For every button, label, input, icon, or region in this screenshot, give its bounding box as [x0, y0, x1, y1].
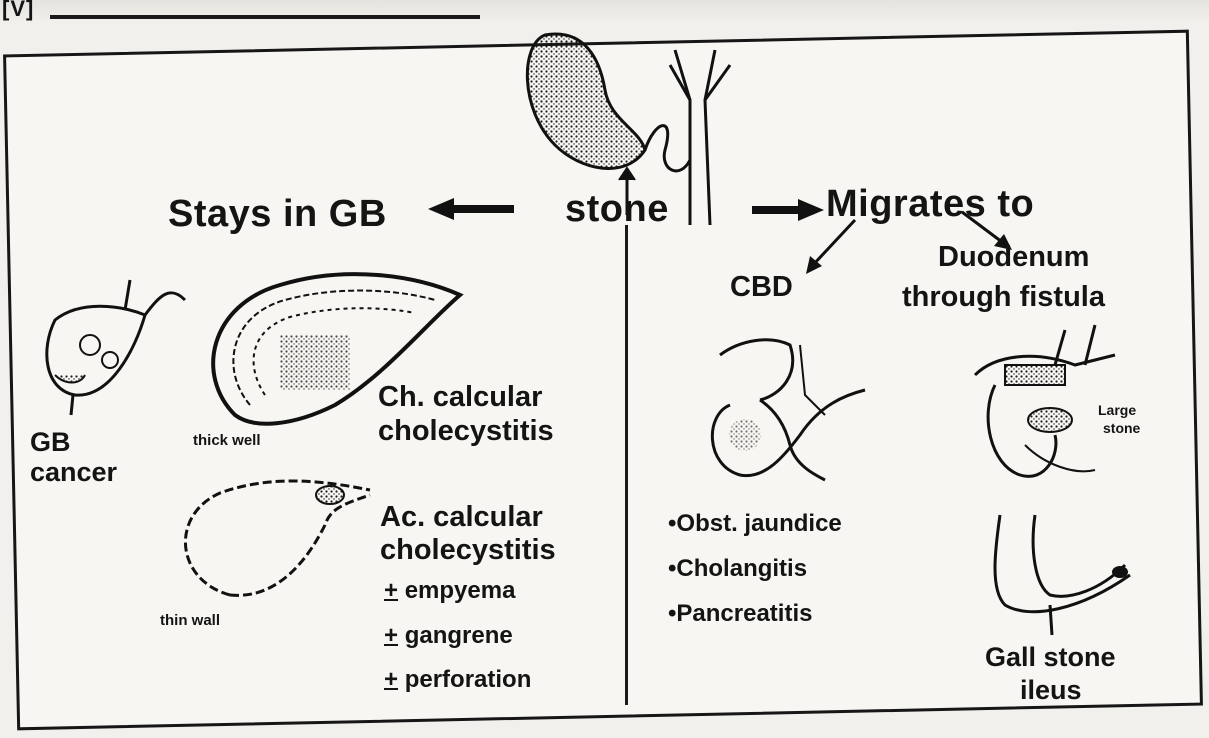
cancer-label: cancer: [30, 455, 117, 489]
complication-text: perforation: [405, 666, 532, 693]
obst-jaundice-label: •Obst. jaundice: [668, 508, 842, 540]
heading-underline: [50, 15, 480, 19]
cbd-stone-illustration: [700, 335, 880, 485]
top-strip: [V]: [0, 0, 1209, 20]
duodenum-label: Duodenum: [938, 240, 1089, 274]
plus-minus-symbol: +: [384, 622, 398, 649]
small-bowel-ileus-illustration: [980, 510, 1140, 645]
cholangitis-label: •Cholangitis: [668, 553, 807, 585]
gb-cancer-illustration: [35, 280, 185, 420]
stays-in-gb-heading: Stays in GB: [168, 193, 387, 236]
complication-perforation: + perforation: [384, 664, 531, 696]
chronic-cholecystitis-label: cholecystitis: [378, 414, 554, 448]
arrow-left-icon: [428, 198, 518, 222]
thick-wall-label: thick well: [193, 425, 261, 457]
cbd-label: CBD: [730, 270, 793, 304]
large-label: Large: [1098, 402, 1136, 418]
thin-wall-gallbladder-illustration: [170, 465, 380, 610]
stone-label: stone: [565, 188, 669, 231]
complication-text: empyema: [405, 577, 516, 604]
pancreatitis-label: •Pancreatitis: [668, 598, 812, 630]
section-label: [V]: [2, 0, 34, 22]
complication-empyema: + empyema: [384, 575, 515, 607]
stone-small-label: stone: [1103, 420, 1140, 436]
plus-minus-symbol: +: [384, 666, 398, 693]
fistula-large-stone-illustration: [965, 325, 1175, 490]
plus-minus-symbol: +: [384, 577, 398, 604]
chronic-calcular-label: Ch. calcular: [378, 380, 542, 414]
thin-wall-label: thin wall: [160, 605, 220, 637]
complication-text: gangrene: [405, 622, 513, 649]
gb-label: GB: [30, 425, 71, 459]
center-divider: [625, 225, 628, 705]
acute-calcular-label: Ac. calcular: [380, 500, 543, 534]
gall-stone-label: Gall stone: [985, 640, 1116, 674]
acute-cholecystitis-label: cholecystitis: [380, 533, 556, 567]
arrow-to-cbd-icon: [800, 218, 870, 276]
complication-gangrene: + gangrene: [384, 620, 513, 652]
through-fistula-label: through fistula: [902, 280, 1105, 314]
ileus-label: ileus: [1020, 673, 1082, 707]
